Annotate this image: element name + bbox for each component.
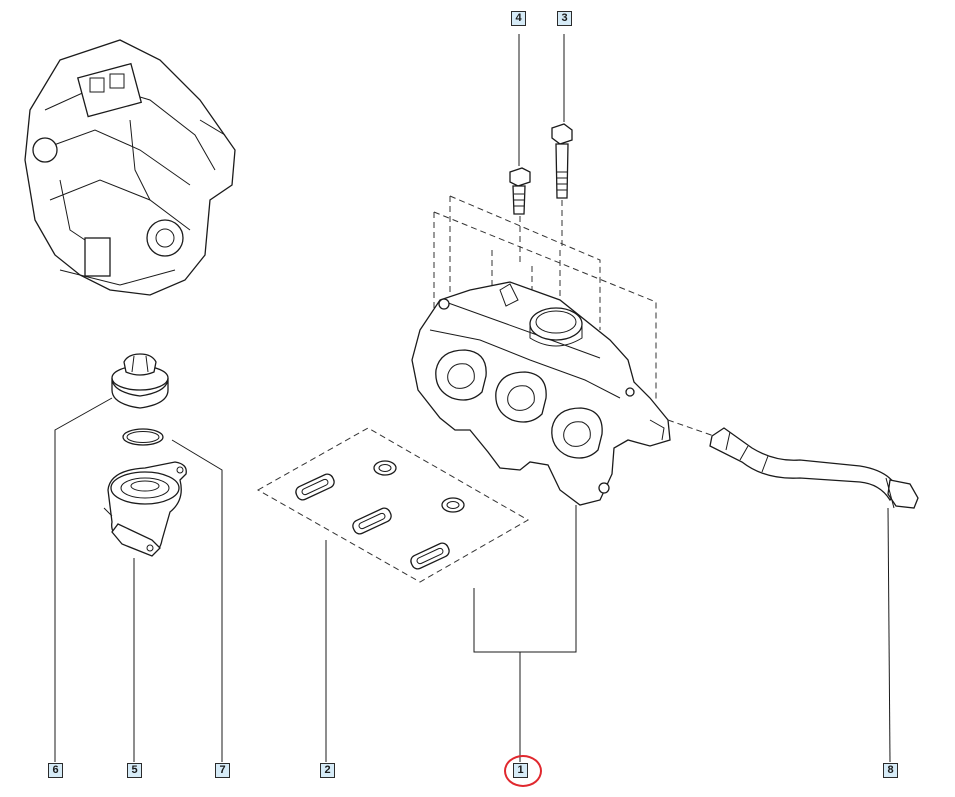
callout-3[interactable]: 3 [557,11,572,26]
intake-manifold [411,281,671,506]
callout-1[interactable]: 1 [513,763,528,778]
o-ring-seal [122,428,164,446]
callout-2[interactable]: 2 [320,763,335,778]
bolt-part-3 [551,123,573,199]
oil-filler-neck [103,461,187,557]
selected-part-highlight [504,755,542,787]
callout-7[interactable]: 7 [215,763,230,778]
breather-hose [667,419,919,509]
engine-overview-illustration [24,39,236,296]
callout-8[interactable]: 8 [883,763,898,778]
callout-6[interactable]: 6 [48,763,63,778]
leader-lines [54,34,891,763]
screw-part-4 [509,167,531,215]
oil-filler-cap [111,353,169,409]
gasket-kit [256,427,530,583]
callout-5[interactable]: 5 [127,763,142,778]
callout-4[interactable]: 4 [511,11,526,26]
